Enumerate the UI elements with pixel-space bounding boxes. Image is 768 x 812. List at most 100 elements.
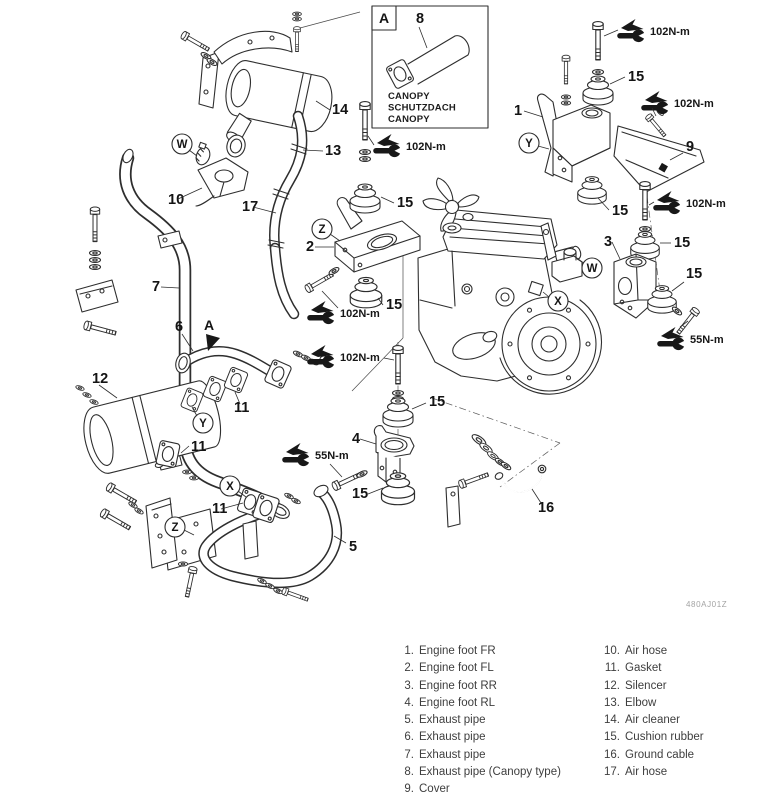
callout-4: 4 — [352, 431, 360, 447]
legend-item-number: 12. — [604, 679, 620, 692]
legend-item: 5. Exhaust pipe — [392, 712, 561, 729]
legend-item-number: 15. — [604, 731, 620, 744]
legend-item-label: Engine foot RL — [419, 696, 496, 709]
legend-item-label: Air hose — [625, 645, 668, 657]
callout-8: 8 — [416, 11, 424, 27]
torque-wrench-icon — [373, 134, 404, 158]
legend-item-number: 7. — [404, 748, 414, 761]
marker-z: Z — [318, 224, 325, 236]
engine-foot-fl-drawing — [303, 101, 421, 309]
down-arrow-icon — [206, 334, 220, 351]
legend-item-number: 16. — [604, 748, 620, 761]
callout-11: 11 — [212, 501, 227, 517]
inset-canopy-box: A 8 CANOPY SCHUTZDACH CANOPY — [371, 5, 489, 129]
legend-item-label: Exhaust pipe — [419, 731, 486, 744]
legend-item-number: 2. — [404, 662, 414, 675]
marker-w: W — [177, 139, 188, 151]
inset-caption-1: CANOPY — [388, 91, 430, 102]
legend-item: 1.Engine foot FR — [392, 643, 561, 660]
legend-item-number: 17. — [604, 766, 620, 779]
callout-15: 15 — [429, 394, 445, 410]
legend-item: 14.Air cleaner — [598, 712, 704, 729]
legend-item-label: Air cleaner — [625, 714, 680, 727]
legend-item: 3.Engine foot RR — [392, 678, 561, 695]
callout-6: 6 — [175, 319, 183, 335]
silencer-drawing — [83, 366, 249, 481]
callout-3: 3 — [604, 234, 612, 250]
legend-item-label: Cushion rubber — [625, 731, 704, 744]
legend-item-number: 8. — [404, 766, 414, 779]
legend-item: 6.Exhaust pipe — [392, 729, 561, 746]
engine-foot-rl-drawing — [330, 345, 416, 506]
callout-15: 15 — [352, 486, 368, 502]
callout-5: 5 — [349, 539, 357, 555]
legend-item-number: 10. — [604, 645, 620, 657]
inset-caption-2: SCHUTZDACH — [388, 103, 456, 114]
marker-letters: W W X X Y Y Z Z A — [164, 132, 603, 538]
torque-102nm-label: 102N-m — [340, 308, 380, 320]
exhaust-pipe-5-drawing — [145, 484, 461, 589]
callout-15: 15 — [397, 195, 413, 211]
callout-15: 15 — [628, 69, 644, 85]
legend-item-label: Air hose — [625, 766, 668, 779]
legend-item: 13. Elbow — [598, 695, 704, 712]
legend-item-number: 3. — [404, 679, 414, 692]
marker-y: Y — [199, 418, 207, 430]
callout-11: 11 — [234, 400, 249, 416]
legend-item: 16. Ground cable — [598, 747, 704, 764]
callout-15: 15 — [674, 235, 690, 251]
diagram-canvas: A 8 CANOPY SCHUTZDACH CANOPY 102N-m 102N… — [74, 5, 727, 609]
legend-item: 9. Cover — [392, 781, 561, 798]
legend-item: 2.Engine foot FL — [392, 660, 561, 677]
legend-item: 15. Cushion rubber — [598, 729, 704, 746]
legend-item-label: Ground cable — [625, 748, 695, 761]
torque-annotations: 102N-m 102N-m 102N-m 102N-m 102N-m 102N-… — [282, 19, 726, 478]
marker-z: Z — [171, 522, 178, 534]
callout-7: 7 — [152, 279, 160, 295]
callout-15: 15 — [386, 297, 402, 313]
callout-13: 13 — [325, 143, 341, 159]
legend-item-number: 4. — [404, 696, 414, 709]
legend-item-label: Silencer — [625, 679, 667, 692]
legend-item-label: Gasket — [625, 662, 662, 675]
torque-102nm-label: 102N-m — [674, 98, 714, 110]
exhaust-pipe-6-drawing — [175, 346, 329, 390]
torque-102nm-label: 102N-m — [406, 141, 446, 153]
marker-y: Y — [525, 138, 533, 150]
torque-wrench-icon — [307, 301, 338, 325]
marker-w: W — [587, 263, 598, 275]
callout-15: 15 — [686, 266, 702, 282]
air-cleaner-drawing — [198, 30, 333, 144]
callout-2: 2 — [306, 239, 314, 255]
callout-15: 15 — [612, 203, 628, 219]
legend-item: 17. Air hose — [598, 764, 704, 781]
legend-column-left: 1.Engine foot FR 2.Engine foot FL 3.Engi… — [392, 643, 561, 799]
legend-item: 10. Air hose — [598, 643, 704, 660]
legend-item-number: 9. — [404, 783, 414, 796]
callout-labels: 1 2 3 4 5 6 7 9 10 11 11 11 12 13 14 15 … — [92, 69, 702, 555]
marker-x: X — [554, 296, 562, 308]
legend-item: 8.Exhaust pipe (Canopy type) — [392, 764, 561, 781]
callout-10: 10 — [168, 192, 184, 208]
legend-item-label: Cover — [419, 783, 450, 796]
legend-item-label: Exhaust pipe — [419, 714, 486, 727]
callout-9: 9 — [686, 139, 694, 155]
figure-code: 480AJ01Z — [686, 600, 727, 609]
engine-foot-fr-drawing — [537, 21, 614, 205]
marker-x: X — [226, 481, 234, 493]
legend-item-number: 13. — [604, 696, 620, 709]
engine-drawing — [417, 177, 603, 395]
torque-55nm-label: 55N-m — [315, 450, 349, 462]
legend-item-label: Engine foot FR — [419, 645, 496, 657]
legend-item-number: 11. — [604, 662, 620, 675]
legend-item-label: Elbow — [625, 696, 657, 709]
air-hose-elbow-drawing — [195, 110, 308, 320]
legend-item: 12. Silencer — [598, 678, 704, 695]
torque-wrench-icon — [282, 443, 313, 467]
marker-arrow-a: A — [204, 317, 214, 333]
torque-102nm-label: 102N-m — [650, 26, 690, 38]
legend-column-right: 10. Air hose 11. Gasket 12. Silencer 13. Elb… — [598, 643, 704, 781]
inset-corner-label: A — [379, 10, 389, 26]
legend-item-number: 5. — [404, 714, 414, 727]
